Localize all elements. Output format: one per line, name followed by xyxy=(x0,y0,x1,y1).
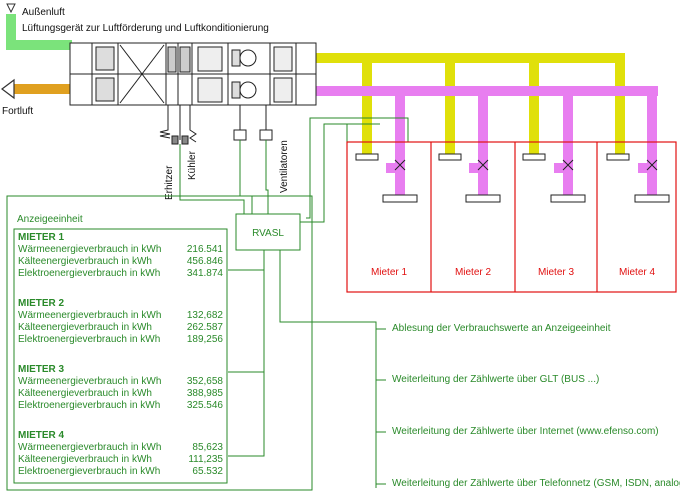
display-row-value: 325.546 xyxy=(187,400,224,411)
display-row-value: 85,623 xyxy=(192,442,223,453)
display-block-title: MIETER 2 xyxy=(18,298,65,309)
heater-label: Erhitzer xyxy=(164,165,175,200)
signal-lines xyxy=(6,117,409,491)
output-text: Weiterleitung der Zählwerte über Telefon… xyxy=(392,478,680,489)
extract-air-duct xyxy=(314,86,658,195)
display-row-label: Kälteenergieverbrauch in kWh xyxy=(18,256,152,267)
display-row-value: 352,658 xyxy=(187,376,224,387)
display-block-title: MIETER 3 xyxy=(18,364,65,375)
fan-meters xyxy=(233,105,273,141)
output-text: Weiterleitung der Zählwerte über Interne… xyxy=(392,426,659,437)
outside-air-label: Außenluft xyxy=(22,7,65,18)
display-row-label: Wärmeenergieverbrauch in kWh xyxy=(18,244,161,255)
tenant-label: Mieter 3 xyxy=(538,267,575,278)
exhaust-air-label: Fortluft xyxy=(2,106,33,117)
tenant-label: Mieter 4 xyxy=(619,267,656,278)
controller-label: RVASL xyxy=(252,228,284,239)
display-row-value: 216.541 xyxy=(187,244,224,255)
tenant-label: Mieter 2 xyxy=(455,267,492,278)
output-text: Ablesung der Verbrauchswerte an Anzeigee… xyxy=(392,323,611,334)
output-text: Weiterleitung der Zählwerte über GLT (BU… xyxy=(392,374,599,385)
zone-diffusers xyxy=(355,153,670,203)
supply-air-duct xyxy=(314,53,625,154)
tenant-labels: Mieter 1 Mieter 2 Mieter 3 Mieter 4 xyxy=(371,267,656,278)
display-block-title: MIETER 1 xyxy=(18,232,65,243)
display-row-value: 456.846 xyxy=(187,256,224,267)
device-title: Lüftungsgerät zur Luftförderung und Luft… xyxy=(22,23,269,34)
display-row-label: Elektroenergieverbrauch in kWh xyxy=(18,400,160,411)
ventilation-unit xyxy=(69,42,317,106)
display-row-label: Wärmeenergieverbrauch in kWh xyxy=(18,442,161,453)
tenant-zones xyxy=(346,141,677,293)
display-row-label: Elektroenergieverbrauch in kWh xyxy=(18,334,160,345)
display-row-label: Kälteenergieverbrauch in kWh xyxy=(18,388,152,399)
display-row-value: 388,985 xyxy=(187,388,224,399)
display-row-label: Wärmeenergieverbrauch in kWh xyxy=(18,310,161,321)
display-row-value: 341.874 xyxy=(187,268,224,279)
display-unit-title: Anzeigeeinheit xyxy=(17,214,83,225)
display-unit-panel xyxy=(13,228,228,484)
display-row-value: 262.587 xyxy=(187,322,224,333)
display-row-value: 111,235 xyxy=(188,454,223,465)
display-row-value: 189,256 xyxy=(187,334,224,345)
cooler-label: Kühler xyxy=(187,150,198,180)
display-row-label: Wärmeenergieverbrauch in kWh xyxy=(18,376,161,387)
display-row-label: Elektroenergieverbrauch in kWh xyxy=(18,268,160,279)
fans-label: Ventilatoren xyxy=(279,140,290,193)
controller-box xyxy=(235,213,301,251)
tenant-label: Mieter 1 xyxy=(371,267,408,278)
display-row-value: 65.532 xyxy=(192,466,223,477)
heater-cooler-valves xyxy=(159,105,197,145)
display-block-title: MIETER 4 xyxy=(18,430,65,441)
display-row-value: 132,682 xyxy=(187,310,224,321)
output-texts: Ablesung der Verbrauchswerte an Anzeigee… xyxy=(392,323,680,489)
display-row-label: Kälteenergieverbrauch in kWh xyxy=(18,322,152,333)
display-row-label: Kälteenergieverbrauch in kWh xyxy=(18,454,152,465)
display-row-label: Elektroenergieverbrauch in kWh xyxy=(18,466,160,477)
outside-air-duct xyxy=(6,3,72,50)
